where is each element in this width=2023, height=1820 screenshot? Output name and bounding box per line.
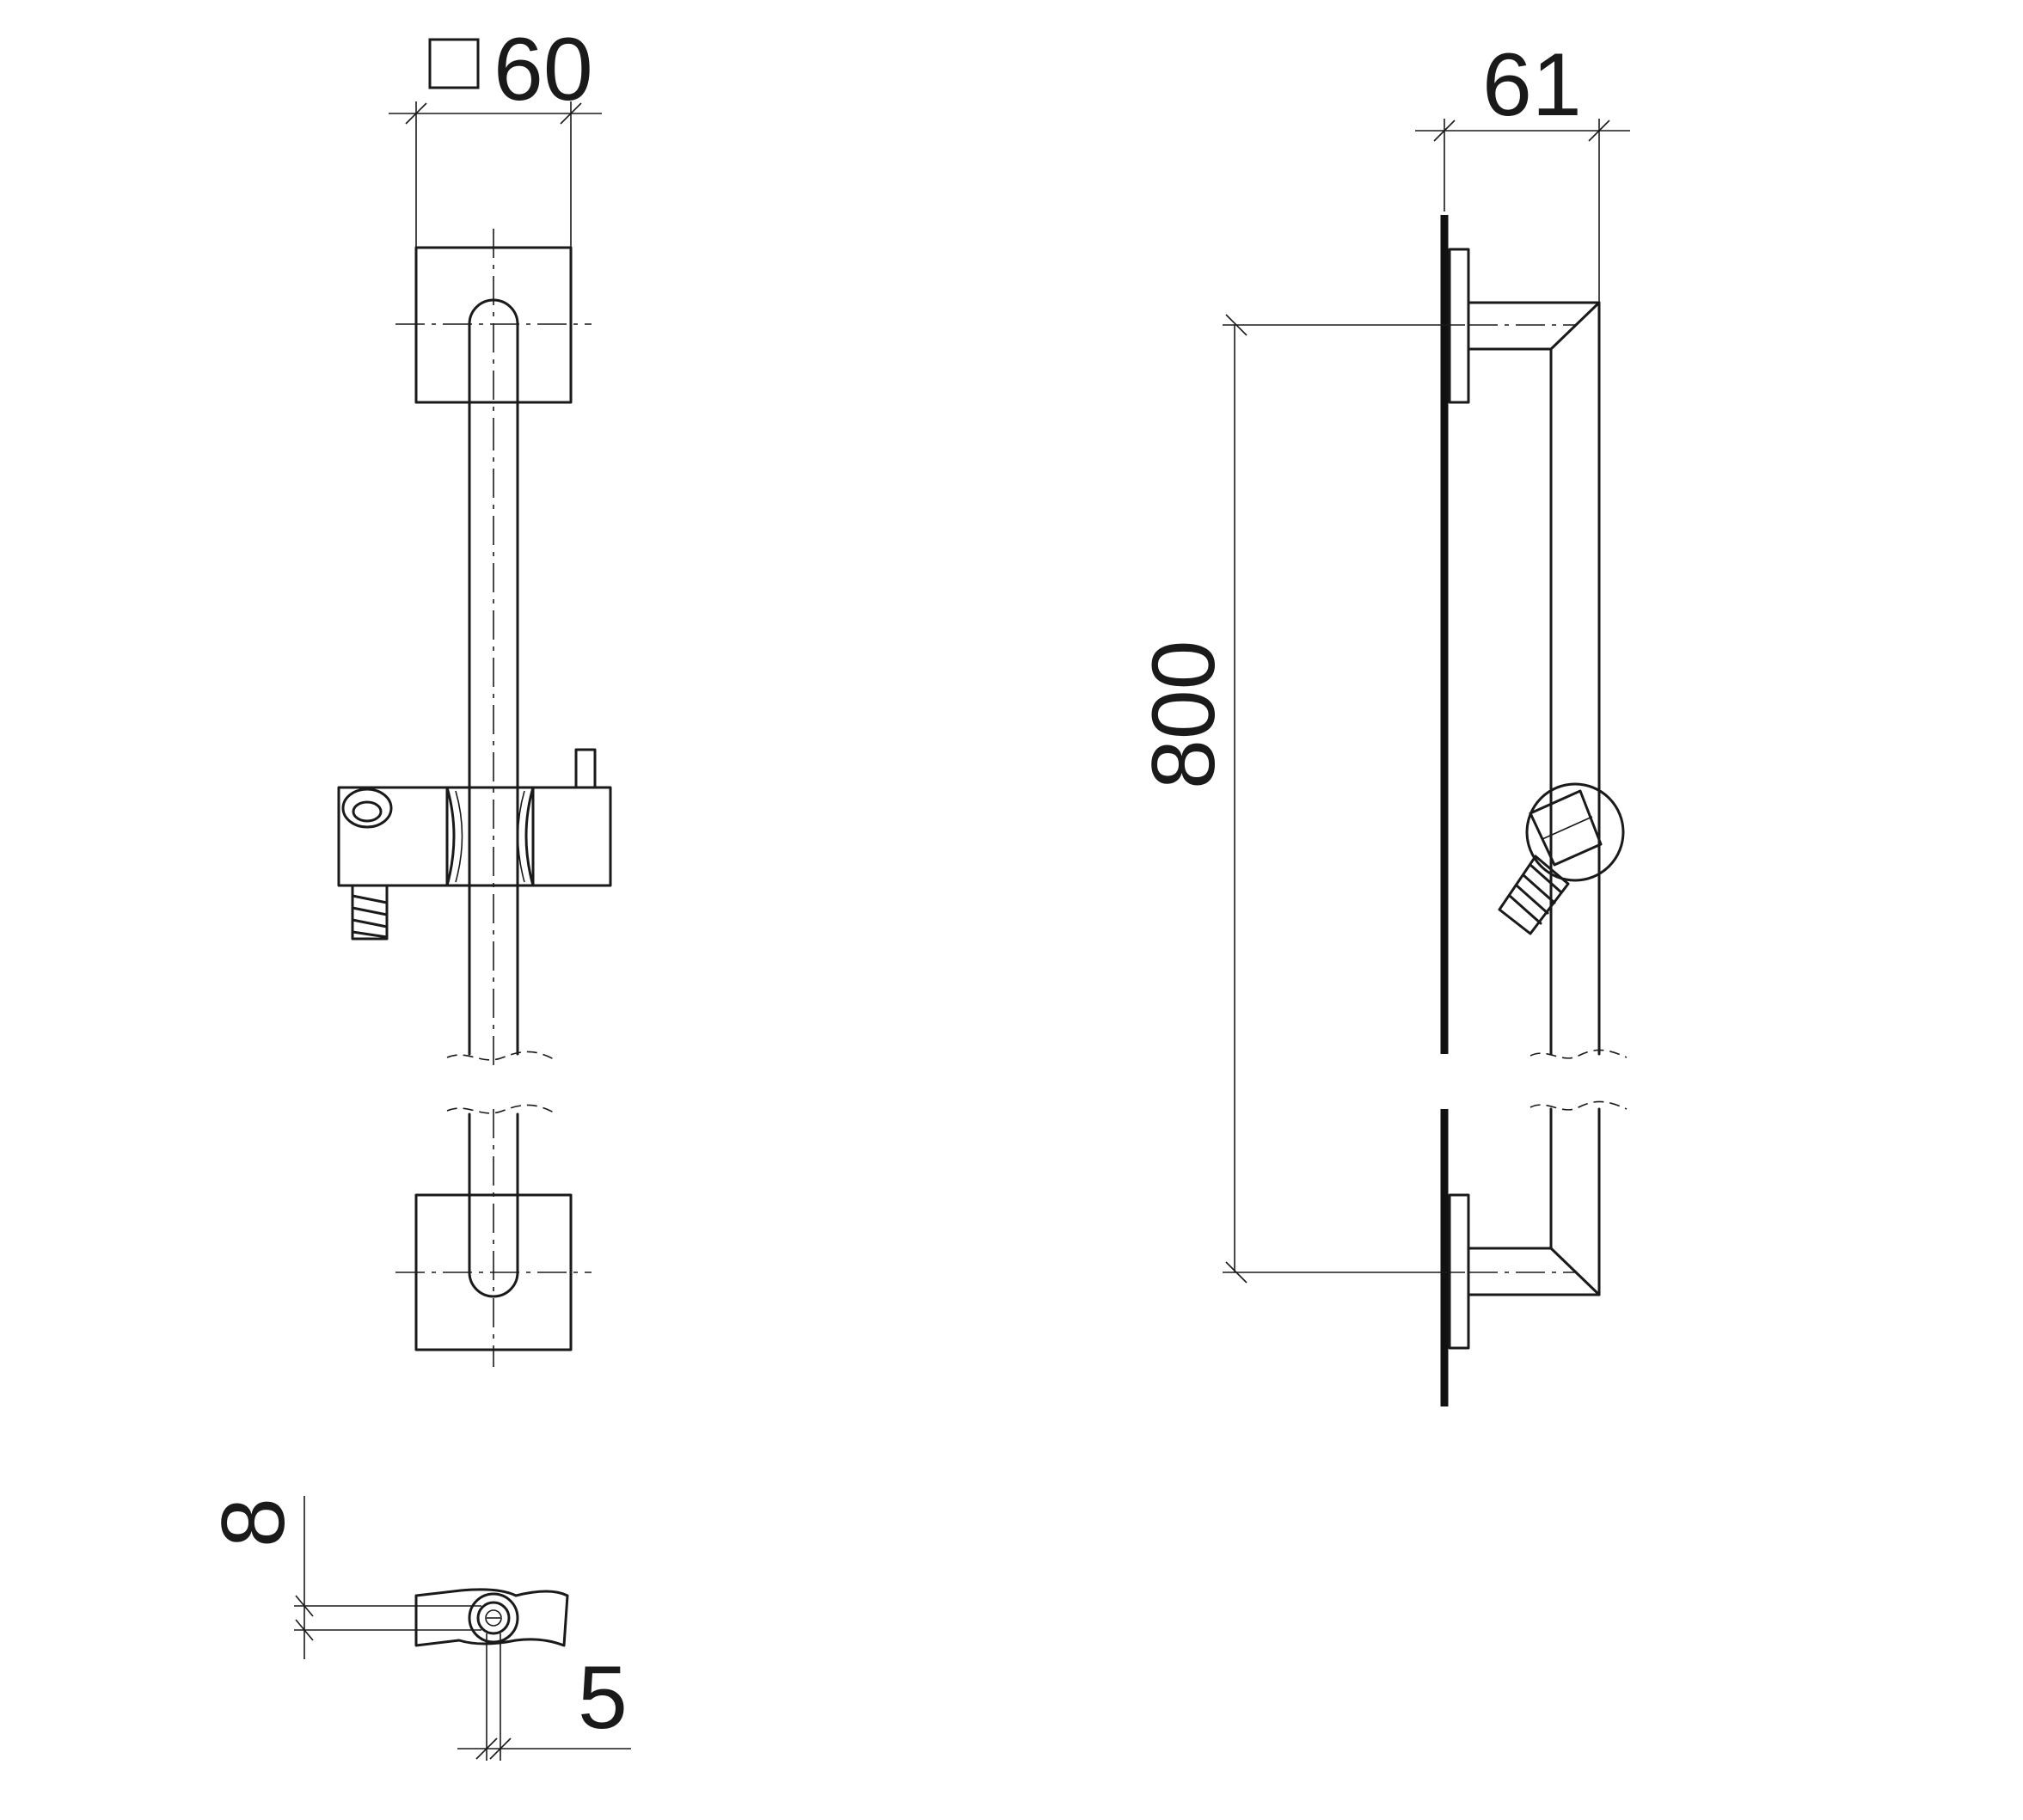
dimension-5-label: 5 xyxy=(578,1648,628,1748)
handshower-holder xyxy=(337,786,449,887)
top-flange-side xyxy=(1448,248,1470,404)
side-view: 61 xyxy=(1134,35,1630,1406)
dimension-60-label: 60 xyxy=(493,20,593,119)
top-view: 8 5 xyxy=(204,1496,631,1761)
dimension-8-label: 8 xyxy=(204,1498,303,1547)
bottom-flange-side xyxy=(1448,1193,1470,1350)
slider-assembly-front xyxy=(337,748,612,941)
dimension-height-side: 800 xyxy=(1134,314,1465,1284)
locking-knob xyxy=(574,748,597,789)
dimension-61-label: 61 xyxy=(1482,35,1582,135)
front-view: 60 xyxy=(337,20,612,1367)
slider-body-right xyxy=(531,786,612,887)
shower-rail-upper xyxy=(468,298,519,1056)
dimension-depth-side: 61 xyxy=(1415,35,1630,303)
square-symbol-icon xyxy=(428,38,480,89)
slider-top-outline xyxy=(414,1588,569,1647)
slider-clamp xyxy=(445,786,535,887)
lower-bracket-side xyxy=(1467,1107,1601,1296)
hose-thread-front xyxy=(351,884,389,941)
dimension-hole-top: 5 xyxy=(457,1633,631,1761)
shower-rail-lower xyxy=(468,1112,519,1298)
slider-top-hole-outer xyxy=(468,1592,519,1644)
slider-ball xyxy=(1525,782,1625,882)
slider-assembly-side xyxy=(1498,782,1625,935)
dimension-offset-top: 8 xyxy=(204,1496,481,1659)
dimension-width-front: 60 xyxy=(389,20,602,249)
upper-bracket-side xyxy=(1467,301,1601,1056)
hose-thread-side xyxy=(1498,855,1570,935)
dimension-800-label: 800 xyxy=(1134,640,1234,789)
